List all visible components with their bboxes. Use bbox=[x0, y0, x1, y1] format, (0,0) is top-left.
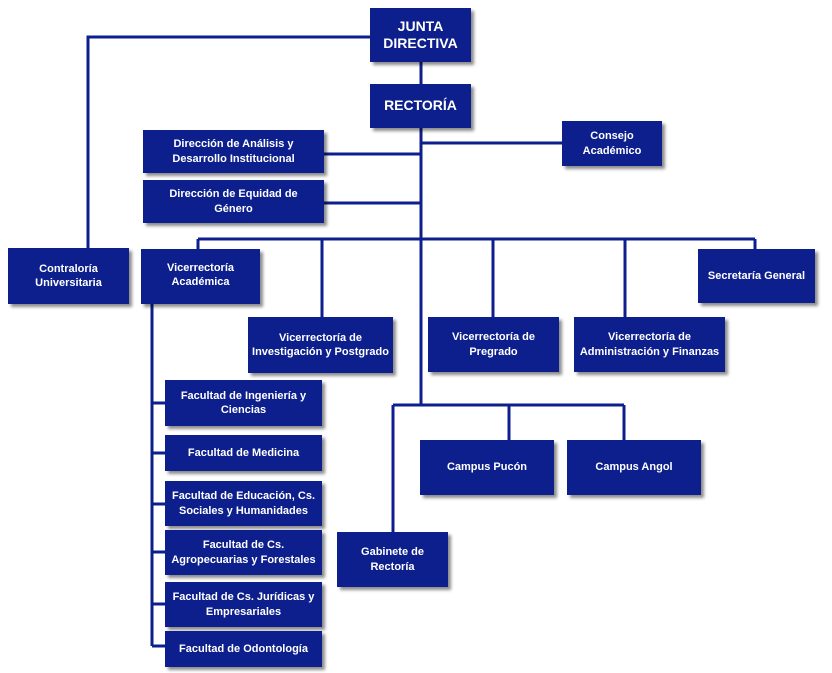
connector-junta-contraloria bbox=[86, 35, 370, 248]
facultad-agropecuarias-box: Facultad de Cs. Agropecuarias y Forestal… bbox=[165, 530, 322, 575]
contraloria-box: Contraloría Universitaria bbox=[8, 248, 129, 304]
gabinete-rectoria-box: Gabinete de Rectoría bbox=[337, 532, 448, 587]
direccion-equidad-box: Dirección de Equidad de Género bbox=[143, 180, 324, 223]
vicerrectoria-administracion-box: Vicerrectoría de Administración y Finanz… bbox=[574, 317, 725, 372]
direccion-analisis-box: Dirección de Análisis y Desarrollo Insti… bbox=[143, 130, 324, 173]
campus-pucon-box: Campus Pucón bbox=[420, 440, 554, 495]
vicerrectoria-investigacion-box: Vicerrectoría de Investigación y Postgra… bbox=[248, 317, 393, 373]
secretaria-general-box: Secretaría General bbox=[698, 249, 815, 303]
facultad-juridicas-box: Facultad de Cs. Jurídicas y Empresariale… bbox=[165, 582, 322, 627]
facultad-educacion-box: Facultad de Educación, Cs. Sociales y Hu… bbox=[165, 481, 322, 526]
junta-directiva-box: JUNTA DIRECTIVA bbox=[370, 8, 471, 62]
consejo-academico-box: Consejo Académico bbox=[562, 121, 662, 166]
vicerrectoria-academica-box: Vicerrectoría Académica bbox=[141, 249, 260, 304]
facultad-medicina-box: Facultad de Medicina bbox=[165, 435, 322, 471]
vicerrectoria-pregrado-box: Vicerrectoría de Pregrado bbox=[428, 317, 559, 372]
campus-angol-box: Campus Angol bbox=[567, 440, 701, 495]
facultad-odontologia-box: Facultad de Odontología bbox=[165, 631, 322, 667]
rectoria-box: RECTORÍA bbox=[370, 84, 471, 128]
facultad-ingenieria-box: Facultad de Ingeniería y Ciencias bbox=[165, 380, 322, 426]
